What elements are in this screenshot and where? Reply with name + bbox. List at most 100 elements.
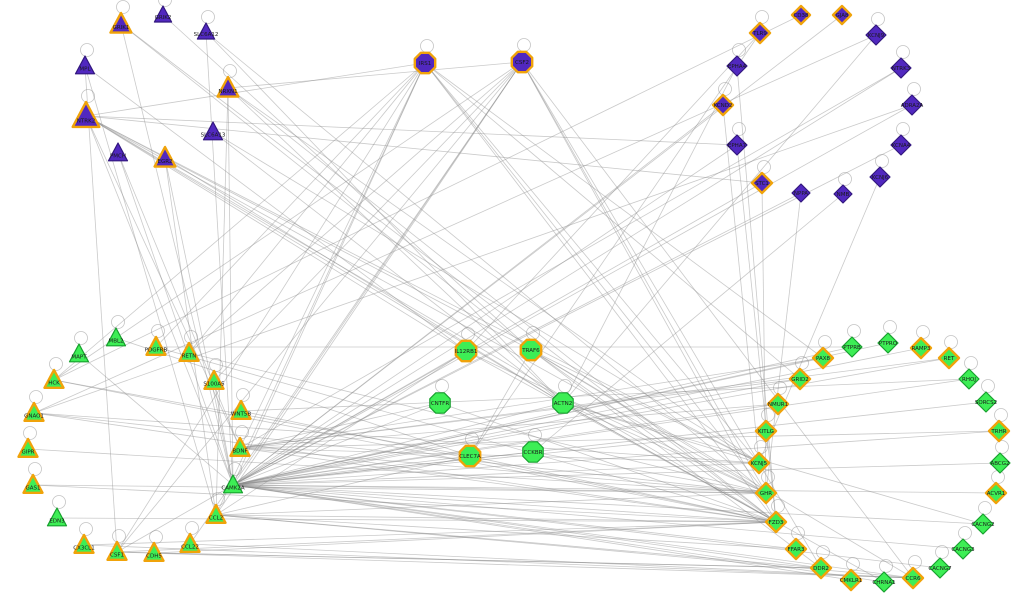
self-loop-MAPT[interactable] — [74, 331, 88, 345]
self-loop-CMKLR1[interactable] — [846, 557, 860, 571]
edge-CX3CL1-FZD3[interactable] — [83, 521, 777, 546]
triangle-shape-GRIK2[interactable] — [153, 5, 173, 23]
edge-CLEC7A-CCL2[interactable] — [215, 455, 471, 516]
self-loop-EPHA7[interactable] — [732, 122, 746, 136]
self-loop-CSF2[interactable] — [517, 38, 531, 52]
self-loop-CCL2[interactable] — [211, 492, 225, 506]
edge-CCL2-CCR6[interactable] — [215, 514, 914, 579]
edge-TRAF6-CCR6[interactable] — [530, 349, 914, 579]
triangle-shape-CAMK2A[interactable] — [222, 474, 244, 494]
diamond-shape-RAMP3[interactable] — [909, 336, 933, 360]
edge-CAMK2A-PTPRO[interactable] — [232, 342, 889, 486]
edge-CAMK2A-RAMP3[interactable] — [232, 347, 922, 486]
edge-TRAF6-KCNJ5[interactable] — [530, 349, 760, 464]
triangle-shape-GRIK1[interactable] — [109, 11, 133, 34]
edge-IRS1-KCNJ5[interactable] — [424, 62, 760, 464]
self-loop-MPL[interactable] — [80, 43, 94, 57]
triangle-shape-SLC6A13[interactable] — [202, 121, 224, 141]
node-GHR[interactable] — [754, 481, 778, 505]
self-loop-ADRA2A[interactable] — [907, 82, 921, 96]
node-GAS1[interactable] — [22, 473, 44, 494]
edge-STC1-GHR[interactable] — [761, 182, 767, 494]
diamond-shape-PAX8[interactable] — [811, 346, 835, 370]
edge-CAMK2A-SORCS2[interactable] — [232, 401, 987, 486]
edge-SLC6A13-KCNJ5[interactable] — [212, 131, 760, 464]
edge-IRS1-RETN[interactable] — [188, 62, 426, 354]
edge-CAMK2A-GRID2[interactable] — [232, 378, 801, 486]
edge-WNT5B-RHOJ[interactable] — [240, 378, 970, 412]
edge-CAMK2A-DDR2[interactable] — [232, 484, 822, 569]
self-loop-GRIK1[interactable] — [116, 0, 130, 14]
edge-IL12RB1-GHR[interactable] — [465, 350, 767, 494]
triangle-shape-MBL2[interactable] — [105, 327, 127, 347]
edge-CAMK2A-KCNJ5[interactable] — [232, 462, 760, 486]
node-CACNG3[interactable] — [952, 538, 974, 560]
node-EPHA4[interactable] — [726, 55, 748, 77]
node-KCNJ5[interactable] — [747, 451, 771, 475]
node-TLR9[interactable] — [748, 21, 772, 45]
node-ADRA2A[interactable] — [901, 94, 923, 116]
node-EPHA7[interactable] — [726, 134, 748, 156]
edge-GNAO1-KCNJ5[interactable] — [33, 412, 760, 464]
edge-CSF2-CCL22[interactable] — [189, 61, 523, 545]
edge-CSF2-GHR[interactable] — [521, 61, 767, 494]
diamond-shape-PTPRB[interactable] — [841, 336, 863, 358]
edge-KCND2-CAMK2A[interactable] — [232, 104, 724, 486]
node-S100A5[interactable] — [203, 369, 225, 390]
triangle-shape-NRXN1[interactable] — [216, 75, 240, 98]
edge-MAPT-CAMK2A[interactable] — [78, 353, 234, 486]
edge-NTRK2-EPHA7[interactable] — [85, 115, 738, 146]
self-loop-SORCS2[interactable] — [981, 379, 995, 393]
self-loop-MBL2[interactable] — [111, 315, 125, 329]
node-CCL2[interactable] — [205, 503, 227, 524]
self-loop-KCNA4[interactable] — [896, 122, 910, 136]
node-CCL22[interactable] — [179, 532, 201, 553]
diamond-shape-KCNA4[interactable] — [890, 134, 912, 156]
self-loop-CHRNA1[interactable] — [879, 559, 893, 573]
node-CSF1[interactable] — [106, 540, 128, 561]
node-IL12RB1[interactable] — [454, 339, 478, 363]
edge-CAMK2A-PAX8[interactable] — [232, 357, 824, 486]
edge-IRS1-PAX8[interactable] — [424, 62, 824, 359]
self-loop-NTRK3[interactable] — [896, 45, 910, 59]
edge-CSF2-S100A5[interactable] — [213, 61, 523, 382]
octagon-shape-CSF2[interactable] — [510, 50, 534, 74]
edge-MPL-CCL2[interactable] — [84, 65, 217, 516]
edge-IRS1-CSF1[interactable] — [116, 62, 426, 553]
diamond-shape-RET[interactable] — [937, 346, 961, 370]
edge-CAMK2A-CMKLR1[interactable] — [232, 484, 852, 581]
edge-IRS1-CAMK2A[interactable] — [232, 62, 426, 486]
edge-CAMK2A-FFAR3[interactable] — [232, 484, 797, 550]
edge-NTRK2-GHR[interactable] — [85, 115, 767, 494]
edge-CCL2-GHR[interactable] — [215, 492, 767, 516]
edge-GAS1-FZD3[interactable] — [32, 484, 777, 523]
self-loop-IRS1[interactable] — [420, 39, 434, 53]
edge-EPHA4-ACTN2[interactable] — [562, 65, 738, 404]
octagon-shape-ACTN2[interactable] — [552, 392, 574, 414]
edge-NRXN1-ACTN2[interactable] — [227, 87, 564, 404]
diamond-shape-NPPA[interactable] — [791, 183, 811, 203]
triangle-shape-HCK[interactable] — [43, 368, 65, 389]
edge-IL12RB1-FZD3[interactable] — [465, 350, 777, 523]
edge-S100A5-CAMK2A[interactable] — [213, 380, 234, 486]
diamond-shape-CACNG7[interactable] — [929, 557, 951, 579]
edge-CSF1-DDR2[interactable] — [116, 551, 822, 569]
edge-ACTN2-FZD3[interactable] — [562, 402, 777, 523]
diamond-shape-ABCG2[interactable] — [989, 452, 1011, 474]
node-CMKLR1[interactable] — [839, 568, 863, 592]
node-SLC6A13[interactable] — [202, 121, 224, 141]
edge-CAMK2A-NMUR1[interactable] — [232, 403, 779, 486]
edge-CAMK2A-KITLG[interactable] — [232, 430, 767, 486]
node-GNAO1[interactable] — [23, 401, 45, 422]
edge-CCKBR-CAMK2A[interactable] — [232, 451, 534, 486]
edge-WNT5B-FZD3[interactable] — [240, 410, 777, 523]
edge-IRS1-FZD3[interactable] — [424, 62, 777, 523]
edge-GRIK2-TRAF6[interactable] — [162, 14, 532, 351]
edge-ACTN2-CAMK2A[interactable] — [232, 402, 564, 486]
edge-CSF2-NRXN1[interactable] — [227, 61, 523, 89]
self-loop-NRXN1[interactable] — [223, 64, 237, 78]
node-RET[interactable] — [937, 346, 961, 370]
triangle-shape-WNT5B[interactable] — [230, 399, 252, 420]
edge-GIPR-GHR[interactable] — [27, 448, 767, 494]
edge-ADRA2A-CAMK2A[interactable] — [232, 104, 913, 486]
